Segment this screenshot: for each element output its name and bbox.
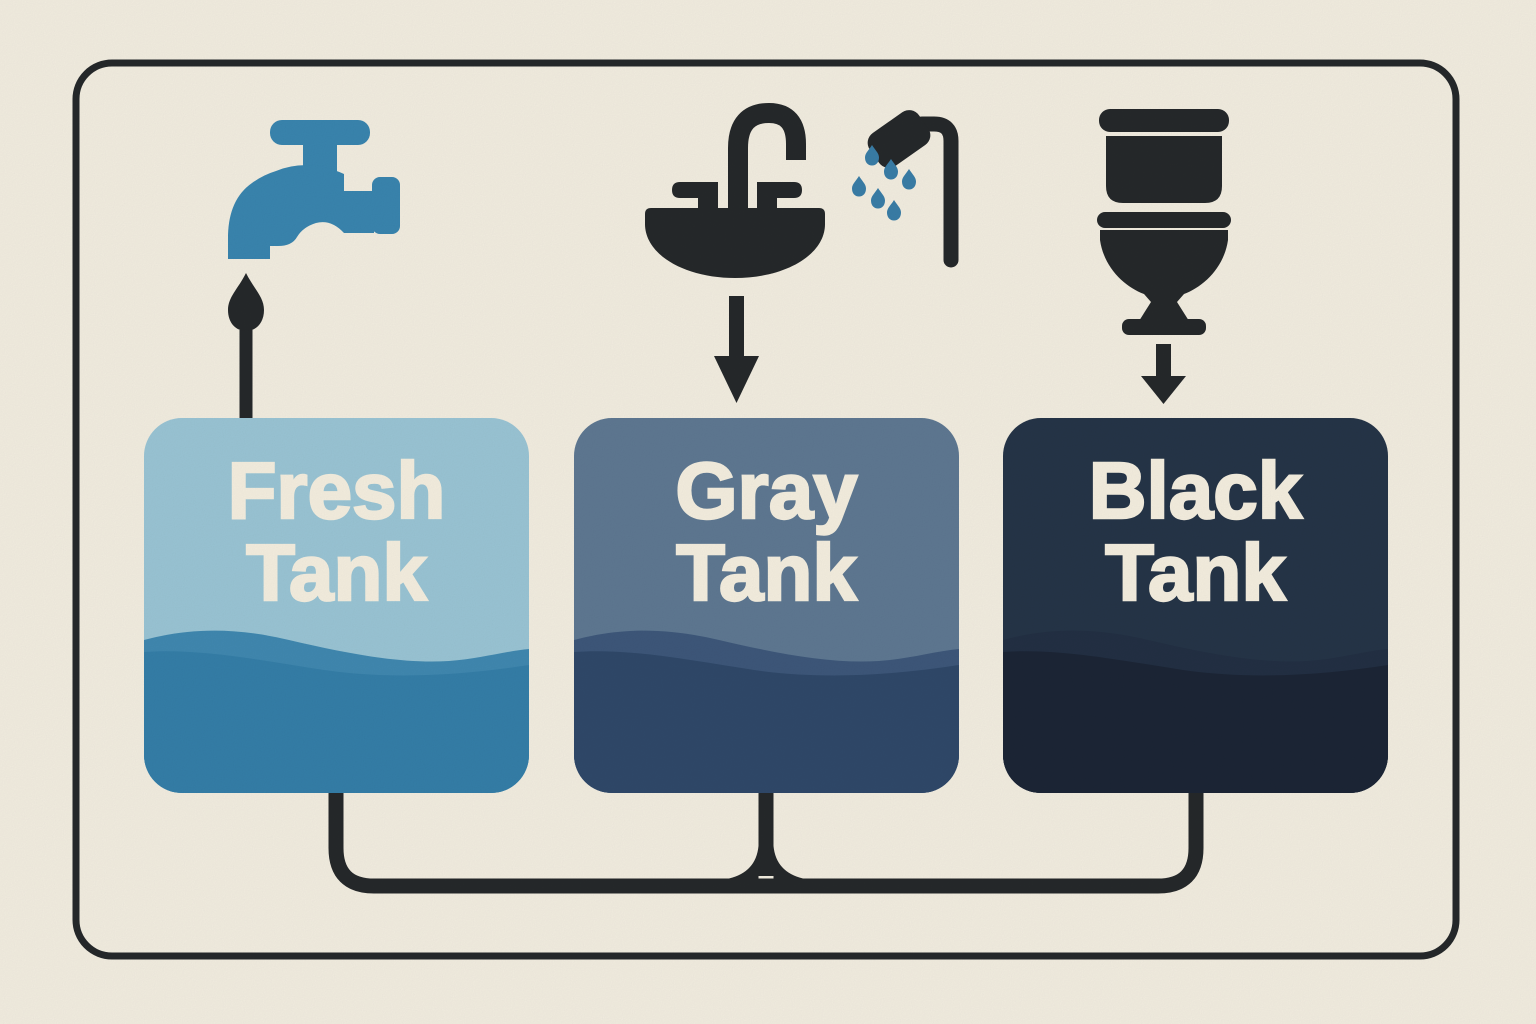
- paper-grain-texture: [0, 0, 1536, 1024]
- rv-tank-diagram: Fresh Tank Gray Tank Black Tank: [0, 0, 1536, 1024]
